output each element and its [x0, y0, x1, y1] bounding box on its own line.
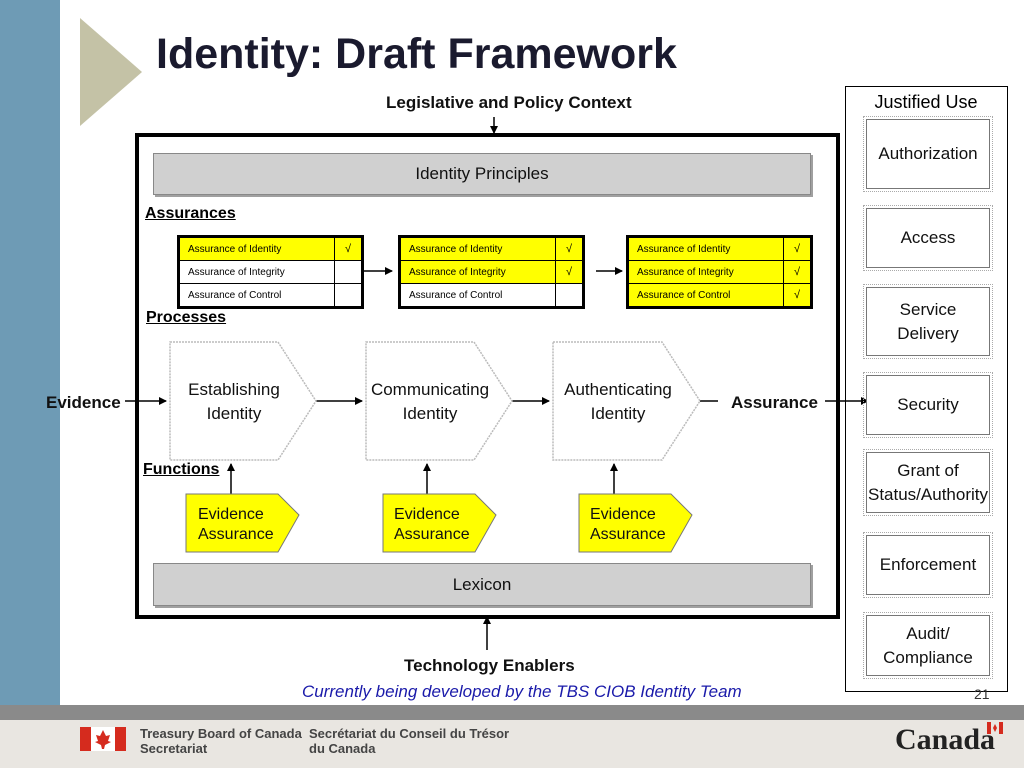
use-authorization: Authorization [863, 116, 993, 192]
function-label-line2: Assurance [590, 526, 666, 543]
check-mark [555, 283, 584, 308]
chevron-decoration [80, 18, 142, 126]
slide-number: 21 [974, 686, 990, 702]
process-establishing-identity: Establishing Identity [170, 378, 298, 426]
assurance-row: Assurance of Control √ [627, 283, 812, 308]
assurance-output-label: Assurance [731, 393, 818, 412]
function-label-line1: Evidence [198, 506, 264, 523]
assurance-label: Assurance of Integrity [399, 260, 556, 284]
function-chevron-3 [578, 493, 693, 553]
assurance-row: Assurance of Identity √ [399, 236, 584, 261]
lexicon-bar: Lexicon [153, 563, 811, 606]
assurance-label: Assurance of Control [178, 283, 335, 308]
function-label-line2: Assurance [394, 526, 470, 543]
treasury-board-name-en: Treasury Board of Canada Secretariat [140, 726, 302, 756]
assurance-row: Assurance of Control [178, 283, 363, 308]
identity-principles-label: Identity Principles [415, 164, 549, 183]
use-security: Security [863, 372, 993, 438]
use-label-line1: Security [897, 395, 959, 414]
assurance-row: Assurance of Integrity [178, 260, 363, 284]
org-en-line1: Treasury Board of Canada [140, 726, 302, 741]
function-label-line1: Evidence [590, 506, 656, 523]
process-label-line1: Establishing [188, 380, 280, 399]
evidence-input-label: Evidence [46, 393, 121, 412]
use-audit-compliance: Audit/Compliance [863, 612, 993, 679]
check-mark: √ [555, 260, 584, 284]
check-mark: √ [783, 260, 812, 284]
process-label-line1: Authenticating [564, 380, 672, 399]
assurance-label: Assurance of Control [627, 283, 784, 308]
function-chevron-1 [185, 493, 300, 553]
process-chevron-communicating [365, 341, 513, 461]
left-accent-bar [0, 0, 60, 708]
check-mark: √ [555, 236, 584, 261]
process-label-line2: Identity [590, 404, 646, 423]
treasury-board-name-fr: Secrétariat du Conseil du Trésor du Cana… [309, 726, 509, 756]
use-label-line2: Delivery [897, 323, 959, 343]
use-label-line1: Authorization [878, 144, 978, 163]
function-label-line1: Evidence [394, 506, 460, 523]
use-label-line1: Enforcement [879, 555, 977, 574]
process-communicating-identity: Communicating Identity [366, 378, 494, 426]
process-chevron-authenticating [552, 341, 701, 461]
assurance-row: Assurance of Control [399, 283, 584, 308]
assurance-row: Assurance of Integrity √ [399, 260, 584, 284]
justified-use-panel [845, 86, 1008, 692]
assurance-table-establishing: Assurance of Identity √ Assurance of Int… [177, 235, 364, 309]
justified-use-title: Justified Use [874, 92, 978, 112]
use-label-line1: Service [899, 299, 957, 319]
function-evidence-assurance-3: Evidence Assurance [590, 505, 666, 545]
function-chevron-2 [382, 493, 497, 553]
assurance-label: Assurance of Identity [627, 236, 784, 261]
use-access: Access [863, 205, 993, 271]
use-label-line1: Grant of [897, 460, 959, 480]
use-grant-of-status: Grant of Status/Authority [863, 449, 993, 516]
check-mark: √ [334, 236, 363, 261]
org-fr-line1: Secrétariat du Conseil du Trésor [309, 726, 510, 741]
assurance-label: Assurance of Control [399, 283, 556, 308]
use-enforcement: Enforcement [863, 532, 993, 598]
process-label-line2: Identity [206, 404, 262, 423]
assurance-row: Assurance of Identity √ [178, 236, 363, 261]
use-label-line1: Audit/ [906, 623, 950, 643]
assurance-label: Assurance of Identity [178, 236, 335, 261]
org-fr-line2: du Canada [309, 741, 376, 756]
process-authenticating-identity: Authenticating Identity [553, 378, 683, 426]
use-label-line2: Status/Authority [867, 484, 988, 504]
lexicon-label: Lexicon [452, 575, 512, 594]
identity-principles-bar: Identity Principles [153, 153, 811, 195]
government-footer: Treasury Board of Canada Secretariat Sec… [0, 720, 1024, 768]
function-label-line2: Assurance [198, 526, 274, 543]
assurance-row: Assurance of Identity √ [627, 236, 812, 261]
process-label-line2: Identity [402, 404, 458, 423]
use-label-line1: Access [900, 228, 956, 247]
functions-section-label: Functions [143, 461, 220, 478]
org-en-line2: Secretariat [140, 741, 208, 756]
check-mark: √ [783, 236, 812, 261]
assurance-table-authenticating: Assurance of Identity √ Assurance of Int… [626, 235, 813, 309]
check-mark: √ [783, 283, 812, 308]
slide-title: Identity: Draft Framework [156, 30, 677, 78]
process-chevron-establishing [169, 341, 317, 461]
check-mark [334, 283, 363, 308]
processes-section-label: Processes [146, 309, 227, 326]
function-evidence-assurance-1: Evidence Assurance [198, 505, 274, 545]
technology-enablers-label: Technology Enablers [404, 656, 575, 675]
use-label-line2: Compliance [883, 647, 973, 667]
identity-framework-frame [135, 133, 840, 619]
canada-flag-icon [80, 727, 126, 751]
footer-divider-strip [0, 705, 1024, 721]
legislative-policy-context-label: Legislative and Policy Context [386, 93, 632, 112]
development-note: Currently being developed by the TBS CIO… [302, 682, 742, 701]
assurances-section-label: Assurances [145, 205, 236, 222]
wordmark-flag-icon [987, 722, 1003, 734]
check-mark [334, 260, 363, 284]
function-evidence-assurance-2: Evidence Assurance [394, 505, 470, 545]
process-label-line1: Communicating [370, 380, 490, 399]
canada-wordmark: Canada [895, 723, 996, 756]
assurance-table-communicating: Assurance of Identity √ Assurance of Int… [398, 235, 585, 309]
